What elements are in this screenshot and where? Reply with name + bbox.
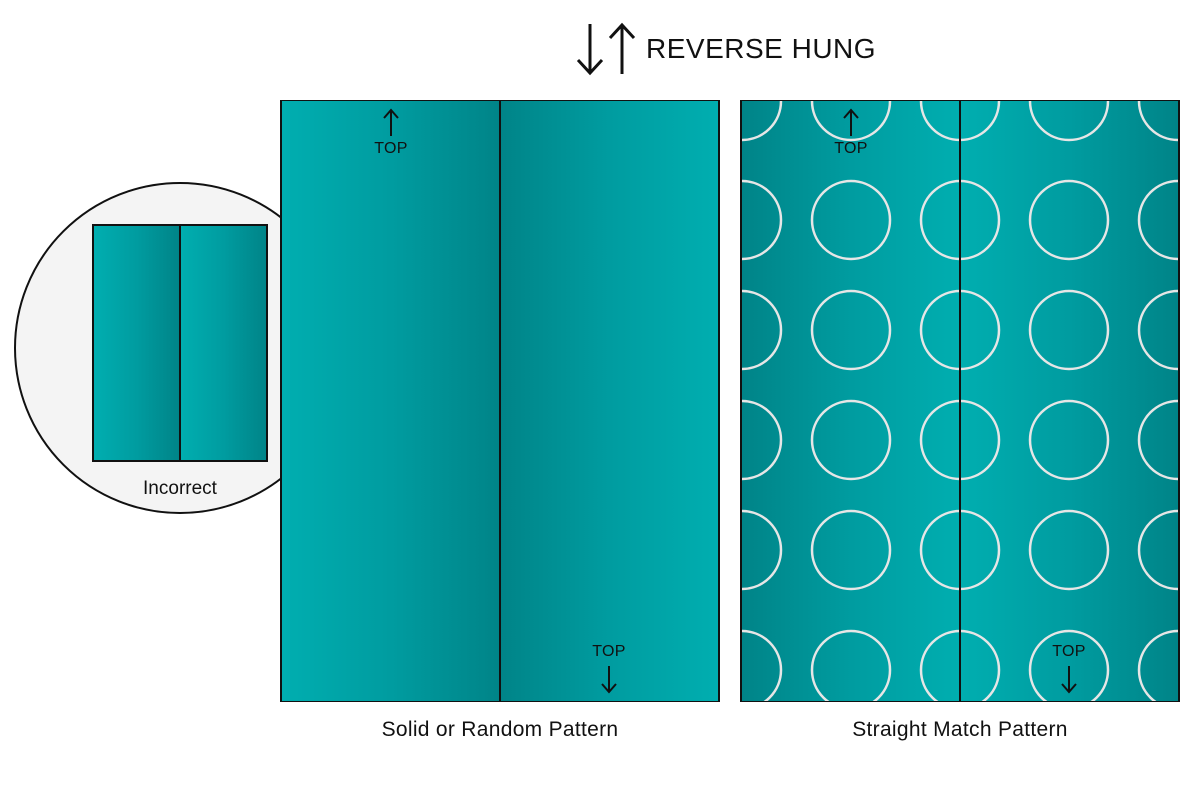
match-top-label-right: TOP (1052, 643, 1086, 660)
pattern-circle (1137, 289, 1178, 371)
pattern-circle (1137, 399, 1178, 481)
diagram-header: REVERSE HUNG (572, 22, 876, 76)
pattern-circle (1028, 629, 1110, 701)
inset-label: Incorrect (143, 478, 217, 499)
solid-pattern-caption: Solid or Random Pattern (381, 718, 619, 741)
down-arrow-icon (1061, 666, 1077, 694)
incorrect-inset-panels (92, 224, 268, 462)
pattern-circle (742, 399, 783, 481)
pattern-circle (1028, 101, 1110, 142)
inset-strip-right (181, 226, 266, 460)
header-title: REVERSE HUNG (646, 33, 877, 64)
pattern-circle (810, 179, 892, 261)
pattern-circle (742, 509, 783, 591)
inset-strip-left (94, 226, 181, 460)
solid-top-label-right: TOP (592, 643, 626, 660)
up-arrow-icon (383, 108, 399, 136)
match-top-label-left: TOP (834, 140, 868, 157)
pattern-circle (742, 629, 783, 701)
pattern-circle (810, 629, 892, 701)
pattern-circle (742, 289, 783, 371)
down-arrow-icon (601, 666, 617, 694)
pattern-circle (742, 101, 783, 142)
pattern-circle (810, 101, 892, 142)
pattern-circle (1028, 289, 1110, 371)
solid-strip-right (500, 101, 718, 701)
solid-seam-line (499, 101, 501, 701)
pattern-circle (1028, 399, 1110, 481)
pattern-circle (1137, 101, 1178, 142)
pattern-circle (742, 179, 783, 261)
solid-strip-left (282, 101, 500, 701)
solid-top-label-left: TOP (374, 140, 408, 157)
pattern-circle (810, 289, 892, 371)
pattern-circle (1137, 179, 1178, 261)
pattern-circle (1137, 629, 1178, 701)
straight-match-caption: Straight Match Pattern (852, 718, 1068, 741)
pattern-circle (810, 509, 892, 591)
pattern-circle (810, 399, 892, 481)
up-arrow-icon (843, 108, 859, 136)
pattern-circle (1137, 509, 1178, 591)
pattern-circle (1028, 179, 1110, 261)
match-seam-line (959, 101, 961, 701)
reverse-arrows-icon (576, 22, 636, 76)
pattern-circle (1028, 509, 1110, 591)
